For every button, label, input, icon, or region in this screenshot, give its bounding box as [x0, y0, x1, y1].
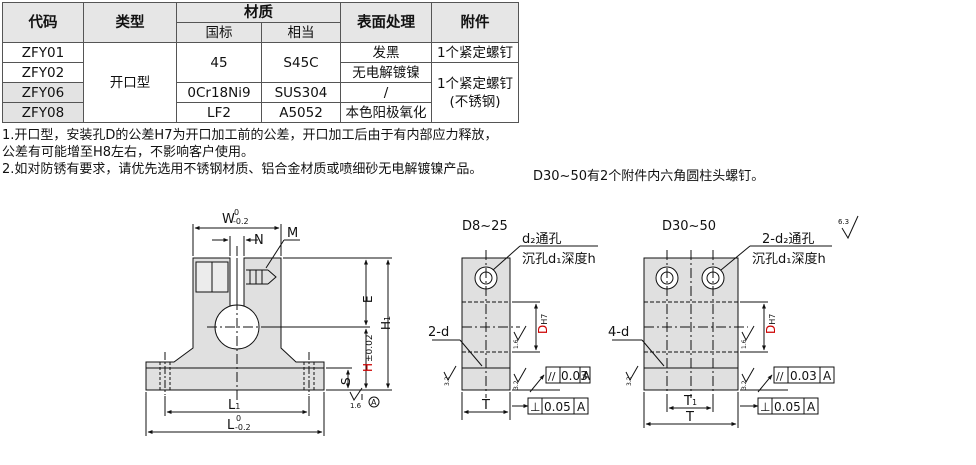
header-material-equiv: 相当	[261, 22, 341, 43]
large-parallel-symbol: //	[776, 370, 784, 383]
material-gb-cell: LF2	[176, 102, 262, 123]
row-code: ZFY08	[2, 102, 84, 123]
large-rough-1: 1.6	[741, 339, 748, 349]
small-rough-2a: 3.2	[513, 380, 520, 390]
dim-W-tol-upper: 0	[234, 208, 239, 217]
dim-H: H	[361, 363, 375, 372]
front-view	[145, 224, 392, 436]
small-hole-label: d₂通孔	[522, 232, 561, 247]
accessory-line: (不锈钢)	[449, 93, 501, 110]
small-counterbore-label: 沉孔d₁深度h	[522, 251, 596, 267]
large-view	[612, 215, 859, 428]
dim-H-tol: ±0.02	[365, 334, 375, 362]
small-d-label: 2-d	[428, 325, 449, 340]
small-perp-ref: A	[577, 400, 586, 414]
dim-H1-sub: 1	[383, 316, 392, 321]
small-parallel-symbol: //	[548, 370, 556, 383]
large-perp-ref: A	[807, 400, 816, 414]
row-code: ZFY02	[2, 62, 84, 83]
spec-table: 代码 类型 材质 表面处理 附件 国标 相当 ZFY01 开口型 45 S45C…	[2, 2, 519, 123]
dim-L1-sub: 1	[235, 402, 240, 411]
large-dim-T1-sub: 1	[692, 398, 697, 407]
roughness-label: 1.6	[350, 402, 362, 410]
small-dim-D: DH7	[536, 314, 550, 334]
dim-H1-main: H	[379, 321, 393, 330]
dim-L-tol-lower: -0.2	[235, 423, 251, 432]
dim-L: L	[227, 418, 235, 433]
large-rough-2a: 3.2	[741, 380, 748, 390]
small-perp-symbol: ⊥	[530, 400, 540, 414]
small-view	[432, 245, 598, 420]
large-perp-symbol: ⊥	[760, 400, 770, 414]
dim-L1-main: L	[228, 398, 236, 413]
note-line: 1.开口型，安装孔D的公差H7为开口加工前的公差，开口加工后由于有内部应力释放，	[2, 128, 498, 143]
large-view-labels: D30~50 2-d₂通孔 沉孔d₁深度h 4-d DH7 1.6 3.2 3.…	[608, 218, 849, 425]
dim-L-tol-upper: 0	[236, 414, 241, 423]
accessory-cell-merged: 1个紧定螺钉(不锈钢)	[431, 62, 519, 123]
datum-A: A	[371, 398, 377, 407]
large-rough-2b: 3.2	[626, 376, 633, 386]
small-rough-2b: 3.2	[444, 376, 451, 386]
large-parallel-value: 0.03	[790, 369, 817, 383]
large-dim-D-main: D	[764, 325, 778, 334]
large-view-title: D30~50	[662, 219, 716, 234]
header-surface: 表面处理	[340, 2, 432, 43]
large-dim-D: DH7	[764, 314, 778, 334]
thread-M: M	[287, 226, 298, 241]
surface-cell: 本色阳极氧化	[340, 102, 432, 123]
small-dim-D-main: D	[536, 325, 550, 334]
large-counterbore-label: 沉孔d₁深度h	[752, 251, 826, 267]
large-dim-T1: T1	[683, 394, 697, 409]
large-perp-value: 0.05	[774, 400, 801, 414]
header-code: 代码	[2, 2, 84, 43]
accessory-line: 1个紧定螺钉	[436, 75, 514, 92]
small-dim-D-sub: H7	[540, 314, 549, 325]
surface-cell: 发黑	[340, 42, 432, 63]
row-code: ZFY06	[2, 82, 84, 103]
note-line: 2.如对防锈有要求，请优先选用不锈钢材质、铝合金材质或喷细砂无电解镀镍产品。	[2, 162, 483, 177]
row-code: ZFY01	[2, 42, 84, 63]
small-parallel-ref: A	[582, 369, 591, 383]
material-equiv-cell: A5052	[261, 102, 341, 123]
material-gb-cell: 45	[176, 42, 262, 83]
large-d-label: 4-d	[608, 325, 629, 340]
note-line: 公差有可能增至H8左右，不影响客户使用。	[2, 145, 255, 160]
large-dim-T1-main: T	[683, 394, 692, 409]
header-material: 材质	[176, 2, 341, 23]
dim-L1: L1	[228, 398, 240, 413]
dim-S: S	[339, 377, 353, 385]
dim-W: W	[222, 212, 235, 227]
small-rough-1: 1.6	[513, 339, 520, 349]
small-parallel-value: 0.03	[561, 369, 588, 383]
surface-cell: 无电解镀镍	[340, 62, 432, 83]
small-view-labels: D8~25 d₂通孔 沉孔d₁深度h 2-d DH7 1.6 3.2 3.2 /…	[428, 219, 596, 414]
large-parallel-ref: A	[823, 369, 832, 383]
front-view-labels: W 0 -0.2 N M E H1 H ±0.02 S L1 L 0 -0.2 …	[222, 208, 393, 433]
small-dim-T: T	[481, 398, 490, 413]
small-perp-value: 0.05	[544, 400, 571, 414]
dim-W-tol-lower: -0.2	[233, 217, 249, 226]
small-view-title: D8~25	[462, 219, 508, 234]
dim-H1: H1	[379, 316, 393, 330]
large-hole-label: 2-d₂通孔	[762, 232, 814, 247]
header-accessory: 附件	[431, 2, 519, 43]
large-dim-T: T	[685, 410, 694, 425]
surface-roughness-label: 6.3	[838, 218, 849, 226]
dim-E: E	[361, 295, 375, 303]
material-gb-cell: 0Cr18Ni9	[176, 82, 262, 103]
large-dim-D-sub: H7	[768, 314, 777, 325]
notes: 1.开口型，安装孔D的公差H7为开口加工前的公差，开口加工后由于有内部应力释放，…	[2, 127, 497, 178]
aside-note: D30~50有2个附件内六角圆柱头螺钉。	[533, 169, 765, 184]
dim-N: N	[254, 233, 264, 248]
